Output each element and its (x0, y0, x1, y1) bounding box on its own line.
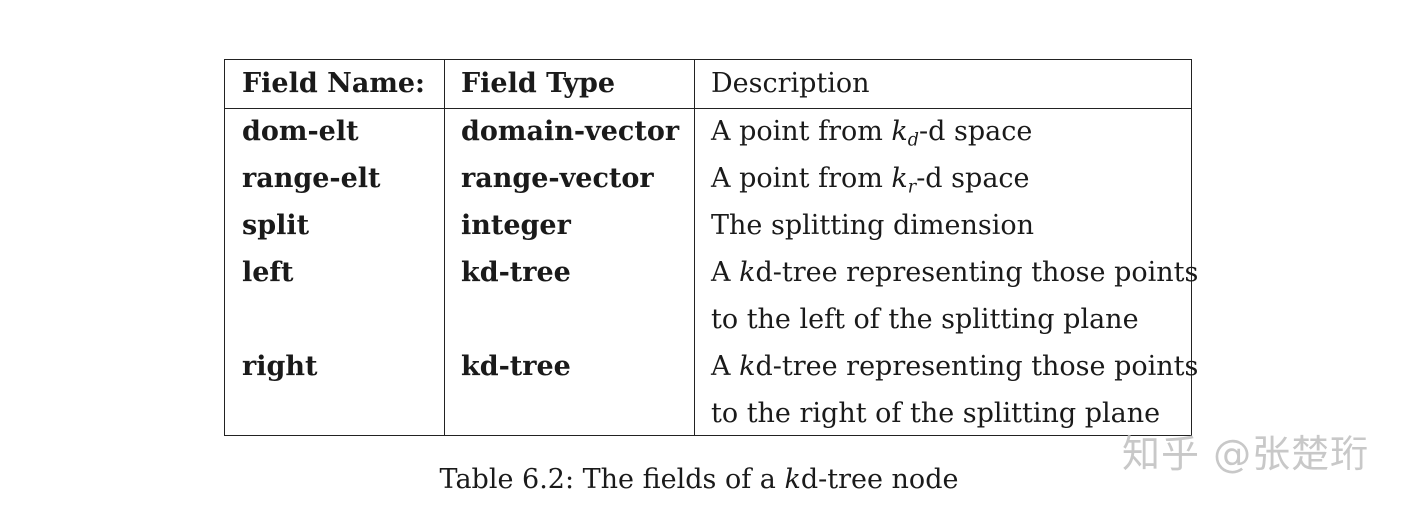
header-field-name: Field Name: (242, 68, 426, 99)
header-divider (225, 108, 1191, 109)
header-description: Description (711, 68, 870, 99)
row-dom-elt-description: A point from kd-d space (711, 116, 1033, 151)
row-left-description: A kd-tree representing those points (711, 257, 1199, 288)
row-right-name: right (242, 351, 318, 382)
row-left-name: left (242, 257, 294, 288)
row-left-description-line2: to the left of the splitting plane (711, 304, 1139, 335)
row-dom-elt-type: domain-vector (461, 116, 680, 147)
row-left-type: kd-tree (461, 257, 571, 288)
row-dom-elt-name: dom-elt (242, 116, 359, 147)
row-right-description: A kd-tree representing those points (711, 351, 1199, 382)
row-split-name: split (242, 210, 310, 241)
fields-table: Field Name: Field Type Description dom-e… (224, 59, 1198, 436)
row-range-elt-name: range-elt (242, 163, 381, 194)
column-divider (694, 60, 695, 435)
row-right-type: kd-tree (461, 351, 571, 382)
row-range-elt-description: A point from kr-d space (711, 163, 1030, 198)
watermark: 知乎 @张楚珩 (1122, 432, 1370, 476)
row-split-type: integer (461, 210, 571, 241)
row-right-description-line2: to the right of the splitting plane (711, 398, 1161, 429)
header-field-type: Field Type (461, 68, 616, 99)
table-caption: Table 6.2: The fields of a kd-tree node (439, 464, 959, 495)
column-divider (444, 60, 445, 435)
row-range-elt-type: range-vector (461, 163, 654, 194)
row-split-description: The splitting dimension (711, 210, 1034, 241)
